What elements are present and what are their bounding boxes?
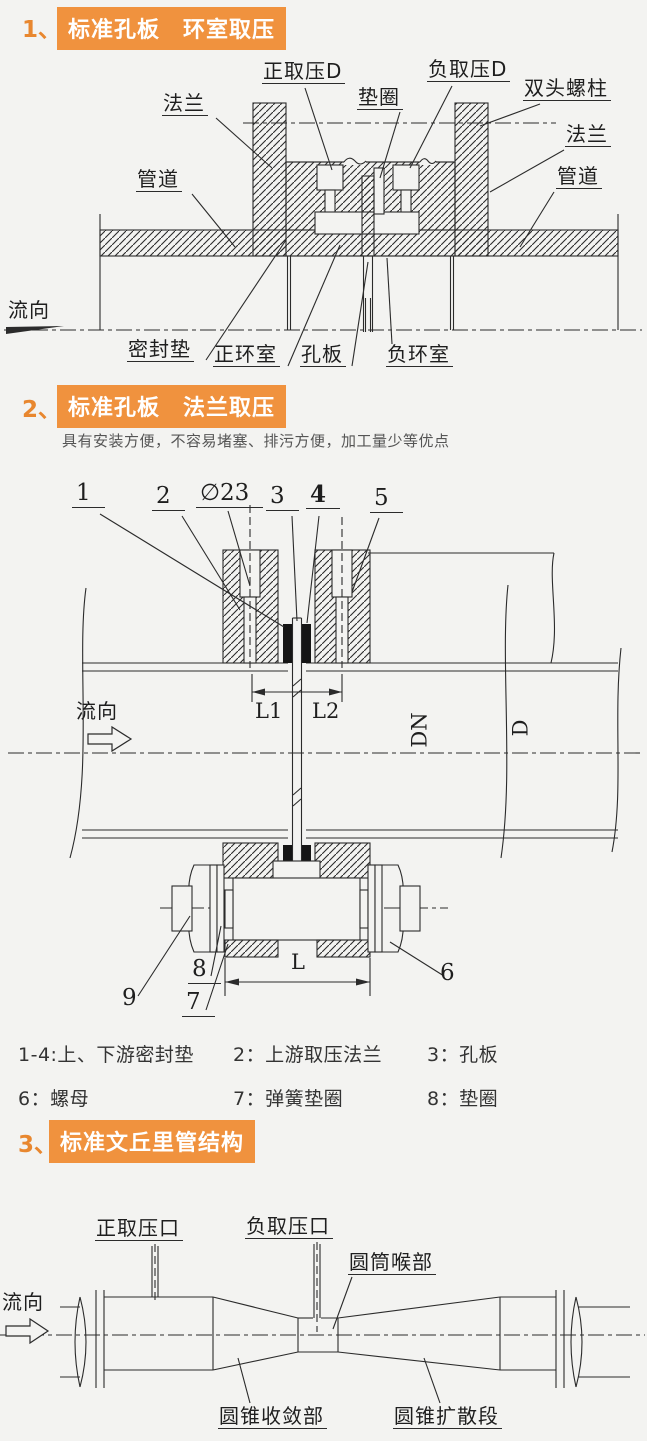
d2-dim-l2: L2: [312, 699, 340, 723]
d2-callout-2: 2: [152, 483, 185, 512]
d1-label-flow: 流向: [8, 298, 50, 322]
legend-spring-washer: 7：弹簧垫圈: [233, 1088, 344, 1110]
d2-callout-9: 9: [122, 985, 137, 1011]
d2-dim-d: D: [508, 719, 533, 737]
section-2-number: 2、: [22, 397, 62, 423]
d3-label-divergent: 圆锥扩散段: [393, 1405, 502, 1429]
d2-callout-4: 4: [306, 482, 341, 510]
d3-label-tap-pos: 正取压口: [95, 1217, 183, 1241]
diagram3-venturi: [0, 1242, 645, 1404]
d2-callout-5: 5: [370, 485, 403, 514]
legend-nut: 6：螺母: [18, 1088, 90, 1110]
d3-label-tap-neg: 负取压口: [245, 1215, 333, 1239]
d1-label-ring-neg: 负环室: [386, 343, 453, 367]
d2-dim-l1: L1: [255, 699, 283, 723]
d1-label-seal: 密封垫: [127, 338, 194, 362]
section-1-number: 1、: [22, 17, 62, 43]
legend-washer: 8：垫圈: [427, 1088, 499, 1110]
d1-label-washer: 垫圈: [357, 86, 403, 110]
d3-label-throat: 圆筒喉部: [348, 1251, 436, 1275]
d2-callout-8: 8: [188, 956, 221, 985]
d2-dim-l: L: [291, 950, 305, 974]
d1-label-flange-left: 法兰: [162, 92, 208, 116]
d1-label-plate: 孔板: [300, 343, 346, 367]
d3-label-convergent: 圆锥收敛部: [218, 1405, 327, 1429]
d2-callout-1: 1: [72, 480, 105, 509]
legend-seals: 1-4:上、下游密封垫: [18, 1044, 194, 1066]
diagram2-flange-tapping: [8, 505, 640, 1011]
legend-upstream-flange: 2：上游取压法兰: [233, 1044, 383, 1066]
section-1-title: 标准孔板 环室取压: [57, 7, 287, 50]
d2-dim-dn: DN: [407, 712, 432, 748]
d1-label-ring-pos: 正环室: [213, 343, 280, 367]
d1-label-stud: 双头螺柱: [523, 77, 611, 101]
d2-callout-3: 3: [266, 483, 299, 512]
d2-label-flow: 流向: [76, 699, 118, 723]
d2-callout-d23: ∅23: [196, 480, 264, 509]
legend-orifice-plate: 3：孔板: [427, 1044, 499, 1066]
d1-label-tap-neg: 负取压D: [427, 58, 511, 82]
d1-label-pipe-right: 管道: [556, 165, 602, 189]
section-2-subtitle: 具有安装方便，不容易堵塞、排污方便，加工量少等优点: [62, 432, 450, 450]
section-2-title: 标准孔板 法兰取压: [57, 385, 287, 428]
d1-label-tap-pos: 正取压D: [262, 60, 346, 84]
d3-label-flow: 流向: [2, 1290, 44, 1314]
d2-callout-7: 7: [182, 989, 215, 1018]
diagram1-annular-chamber: [4, 85, 642, 367]
section-3-title: 标准文丘里管结构: [49, 1120, 256, 1163]
d1-label-pipe-left: 管道: [136, 168, 182, 192]
d2-callout-6: 6: [440, 960, 455, 986]
d1-label-flange-right: 法兰: [565, 123, 611, 147]
